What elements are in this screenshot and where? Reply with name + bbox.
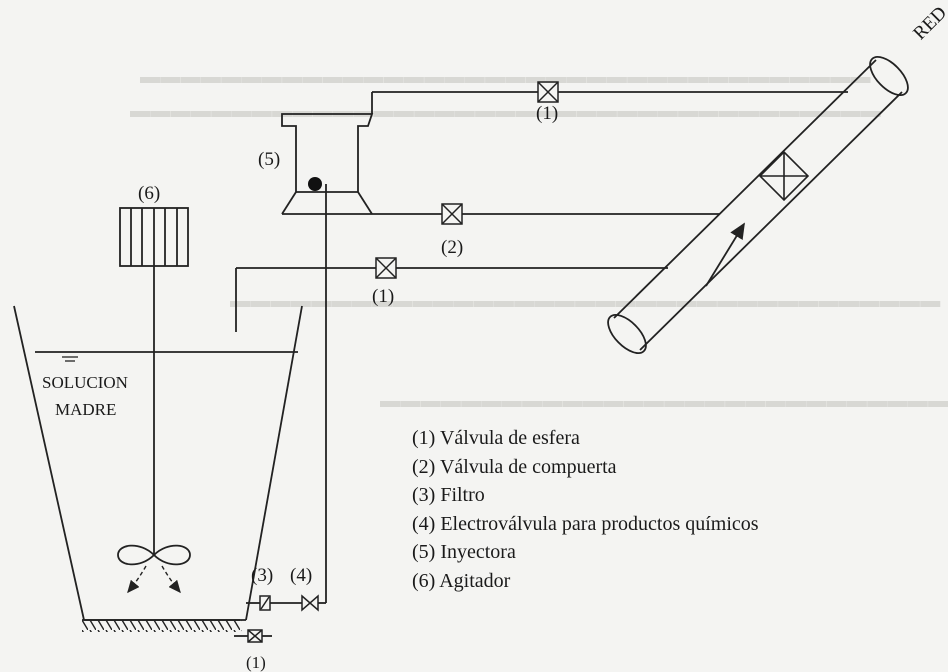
injector-body	[281, 113, 374, 215]
legend-item: (1) Válvula de esfera	[412, 427, 580, 449]
bleed-through-text: ▬▬▬▬▬▬▬▬▬▬▬▬▬▬▬▬▬▬▬▬▬▬▬▬▬▬▬▬▬▬▬▬▬▬▬▬▬	[130, 100, 882, 122]
legend-item: (4) Electroválvula para productos químic…	[412, 512, 759, 535]
main-pipe	[607, 56, 909, 354]
bleed-through-text: ▬▬▬▬▬▬▬▬▬▬▬▬▬▬▬▬▬▬▬▬▬▬▬▬▬▬▬▬	[380, 390, 948, 412]
flow-direction-arrow	[705, 222, 745, 287]
main-pipe-valve	[758, 150, 810, 202]
flow-arrows	[127, 565, 181, 594]
ground-hatch	[82, 620, 242, 632]
electrovalve-label: (4)	[290, 565, 313, 586]
drain-valve-symbol	[247, 629, 263, 643]
valve-low-label: (1)	[372, 286, 395, 307]
return-line	[235, 267, 668, 332]
injector-suction-port	[308, 177, 322, 191]
gate-valve-label: (2)	[441, 237, 464, 258]
legend-item: (5) Inyectora	[412, 541, 516, 563]
upstream-line	[371, 91, 848, 114]
water-level-symbol	[62, 356, 78, 362]
gate-valve	[441, 203, 463, 225]
ball-valve-top	[537, 81, 559, 103]
filter-symbol	[259, 595, 271, 611]
ball-valve-low	[375, 257, 397, 279]
legend-item: (2) Válvula de compuerta	[412, 455, 617, 478]
agitator-label: (6)	[138, 183, 161, 204]
electrovalve-symbol	[301, 594, 319, 612]
filter-label: (3)	[251, 565, 274, 586]
legend-item: (3) Filtro	[412, 484, 485, 506]
injector-label: (5)	[258, 149, 281, 170]
bleed-through-text: ▬▬▬▬▬▬▬▬▬▬▬▬▬▬▬▬▬▬▬▬▬▬▬▬▬▬▬▬▬▬▬▬▬▬▬▬	[140, 66, 871, 88]
suction-pipe	[246, 184, 327, 604]
valve-top-label: (1)	[536, 103, 559, 124]
drain-valve-label: (1)	[246, 653, 266, 672]
solution-label-line2: MADRE	[55, 400, 117, 419]
solution-label-line1: SOLUCION	[42, 373, 128, 392]
agitator-motor	[119, 207, 189, 267]
bleed-through-text: ▬▬▬▬▬▬▬▬▬▬▬▬▬▬▬▬▬▬▬▬▬▬▬▬▬▬▬▬▬▬▬▬▬▬▬	[230, 290, 941, 312]
legend-item: (6) Agitador	[412, 569, 511, 592]
legend: (1) Válvula de esfera (2) Válvula de com…	[412, 424, 759, 595]
agitator-propeller	[117, 544, 191, 566]
